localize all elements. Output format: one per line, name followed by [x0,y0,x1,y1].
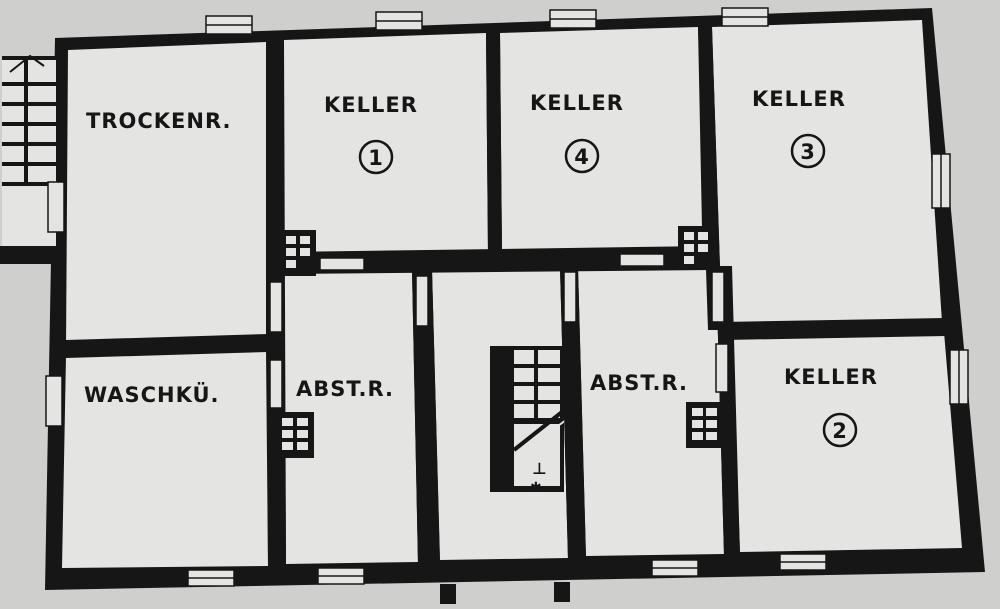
main-staircase: ⊥ ✱ [490,346,567,496]
foundation-tabs [440,582,570,604]
room-number-2: 2 [832,419,848,443]
room-number-circle-1 [358,139,394,175]
room-number-1: 1 [368,146,384,170]
room-labels: TROCKENR. KELLER 1 KELLER 4 KELLER 3 WAS… [84,87,878,448]
room-number-4: 4 [574,145,590,169]
floor-keller-3 [712,20,942,326]
interior-walls [66,27,946,566]
room-label-keller-2: KELLER [784,365,878,389]
room-label-abstellraum-left: ABST.R. [296,377,394,401]
floor-keller-2 [732,332,962,552]
windows [45,7,969,587]
floor-abstellraum-right [578,266,724,556]
room-floors [62,20,962,568]
floor-trockenraum [66,42,266,348]
room-number-circle-2 [822,412,858,448]
room-label-trockenraum: TROCKENR. [86,109,232,133]
room-label-waschkueche: WASCHKÜ. [84,382,220,407]
floor-waschkueche [62,350,268,568]
svg-text:✱: ✱ [530,480,543,496]
svg-text:⊥: ⊥ [532,459,548,478]
exterior-staircase [0,54,58,264]
room-number-circle-3 [790,133,826,169]
chimney-grid-icon [270,226,726,458]
floor-keller-4 [500,27,702,252]
room-label-keller-4: KELLER [530,91,624,115]
room-label-keller-1: KELLER [324,93,418,117]
room-label-keller-3: KELLER [752,87,846,111]
room-number-circle-4 [564,138,600,174]
staircase-icon [2,60,56,250]
room-number-3: 3 [800,140,816,164]
floor-abstellraum-left [284,270,418,564]
room-label-abstellraum-right: ABST.R. [590,371,688,395]
